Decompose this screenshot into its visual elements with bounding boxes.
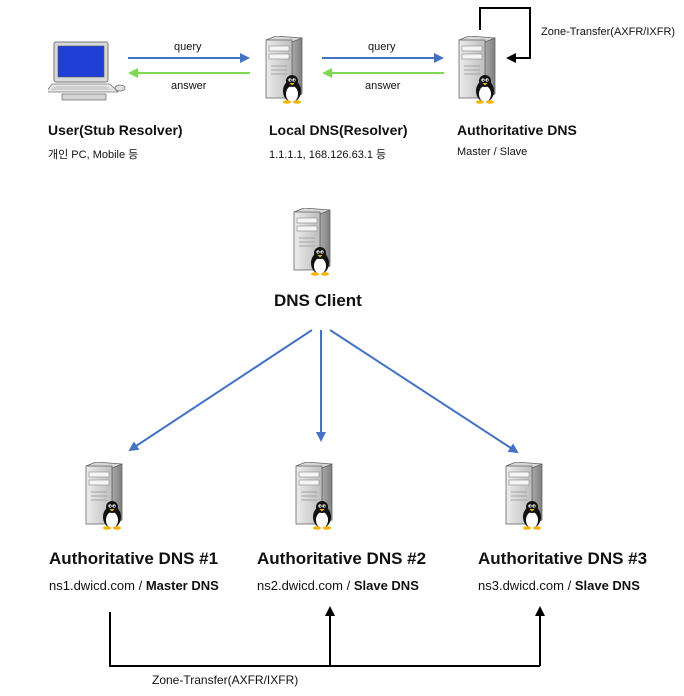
- zone-transfer-label-top: Zone-Transfer(AXFR/IXFR): [541, 26, 676, 38]
- authoritative-dns-2-title: Authoritative DNS #2: [257, 549, 427, 568]
- authoritative-dns-2-server-icon: [295, 462, 333, 531]
- dns-client-server-icon: [293, 208, 331, 277]
- separator: /: [563, 578, 575, 593]
- authoritative-dns-2-desc: ns2.dwicd.com / Slave DNS: [257, 578, 419, 593]
- authoritative-dns-3-server-icon: [505, 462, 543, 531]
- host-name: ns3.dwicd.com: [478, 578, 564, 593]
- server-role: Slave DNS: [353, 578, 419, 593]
- host-name: ns2.dwicd.com: [257, 578, 343, 593]
- user-pc-icon: [48, 41, 126, 101]
- user-title: User(Stub Resolver): [48, 122, 183, 138]
- server-role: Master DNS: [145, 578, 219, 593]
- authoritative-dns-1-server-icon: [85, 462, 123, 531]
- client-arrow-3: [329, 329, 519, 454]
- answer-label-1: answer: [171, 80, 207, 92]
- authoritative-dns-1-title: Authoritative DNS #1: [49, 549, 219, 568]
- authoritative-dns-1-desc: ns1.dwicd.com / Master DNS: [49, 578, 219, 593]
- zone-transfer-loop: [479, 7, 531, 63]
- client-arrow-1: [128, 329, 313, 452]
- query-label-1: query: [174, 41, 202, 53]
- zone-transfer-line: [109, 612, 540, 667]
- zone-transfer-label-bottom: Zone-Transfer(AXFR/IXFR): [152, 673, 299, 687]
- server-role: Slave DNS: [574, 578, 640, 593]
- user-subtitle: 개인 PC, Mobile 등: [48, 149, 139, 161]
- dns-client-title: DNS Client: [274, 291, 362, 310]
- query-label-2: query: [368, 41, 396, 53]
- local-dns-subtitle: 1.1.1.1, 168.126.63.1 등: [269, 149, 387, 161]
- authoritative-dns-title: Authoritative DNS: [457, 122, 577, 138]
- authoritative-dns-3-desc: ns3.dwicd.com / Slave DNS: [478, 578, 640, 593]
- answer-label-2: answer: [365, 80, 401, 92]
- authoritative-dns-subtitle: Master / Slave: [457, 146, 528, 158]
- separator: /: [134, 578, 146, 593]
- authoritative-dns-3-title: Authoritative DNS #3: [478, 549, 648, 568]
- separator: /: [342, 578, 354, 593]
- local-dns-title: Local DNS(Resolver): [269, 122, 408, 138]
- host-name: ns1.dwicd.com: [49, 578, 135, 593]
